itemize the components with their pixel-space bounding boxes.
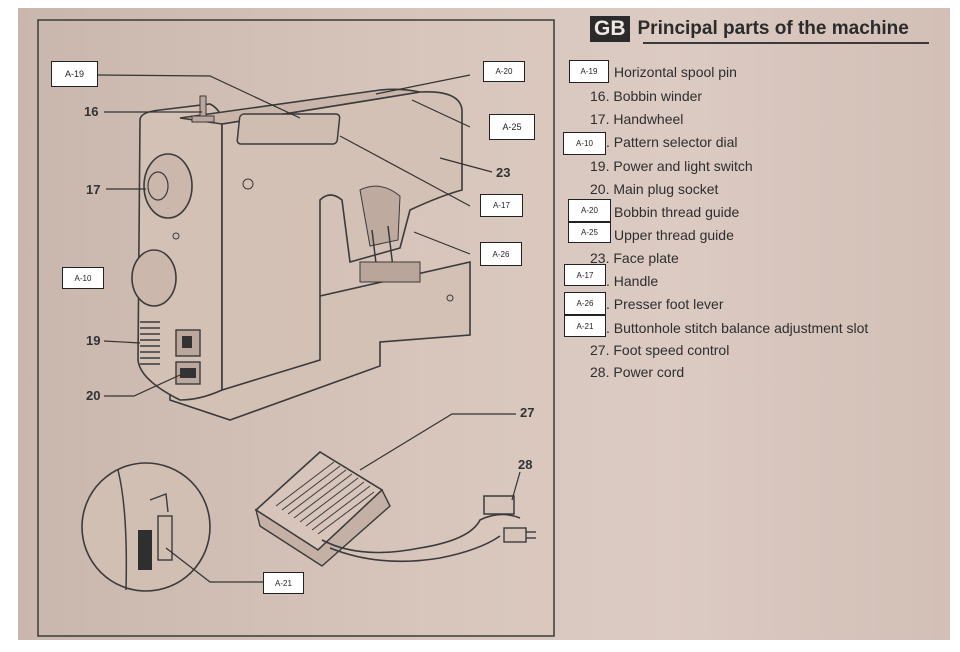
- legend-item-upper-thread-guide: Upper thread guide: [614, 227, 734, 243]
- legend-title: GB Principal parts of the machine: [590, 16, 909, 42]
- legend-tag-a26: A-26: [564, 292, 606, 315]
- diagram-number-28: 28: [518, 457, 533, 472]
- legend-item-pattern-selector-dial: . Pattern selector dial: [606, 134, 738, 150]
- diagram-tag-a26: A-26: [480, 242, 522, 266]
- leader-lines: [97, 74, 521, 583]
- handle: [236, 113, 341, 145]
- diagram-number-23: 23: [496, 165, 511, 180]
- legend-tag-a25: A-25: [568, 222, 611, 243]
- diagram-tag-a25: A-25: [489, 114, 535, 140]
- diagram-tag-a19: A-19: [51, 61, 98, 87]
- legend-item-bobbin-winder: 16. Bobbin winder: [590, 88, 703, 104]
- power-cord: [321, 513, 521, 563]
- diagram-tag-a17: A-17: [480, 194, 523, 217]
- legend-tag-a10: A-10: [563, 132, 606, 155]
- gb-badge: GB: [590, 16, 630, 42]
- legend-item-presser-foot-lever: . Presser foot lever: [606, 296, 724, 312]
- foot-pedal: [254, 451, 391, 567]
- diagram-tag-a10: A-10: [62, 267, 104, 289]
- diagram-frame: [37, 19, 555, 637]
- legend-item-handle: . Handle: [606, 273, 659, 289]
- diagram-number-27: 27: [520, 405, 535, 420]
- legend-tag-a19: A-19: [569, 60, 609, 83]
- legend-item-handwheel: 17. Handwheel: [590, 111, 684, 127]
- legend-item-power-light-switch: 19. Power and light switch: [590, 158, 753, 174]
- legend-item-face-plate: 23. Face plate: [590, 250, 679, 266]
- pattern-selector-dial: [131, 249, 177, 307]
- legend-item-main-plug-socket: 20. Main plug socket: [590, 181, 719, 197]
- page-title: Principal parts of the machine: [637, 18, 909, 39]
- legend-item-power-cord: 28. Power cord: [590, 364, 685, 380]
- legend-item-horizontal-spool-pin: Horizontal spool pin: [614, 64, 737, 80]
- diagram-number-17: 17: [86, 182, 101, 197]
- diagram-tag-a20: A-20: [483, 61, 525, 82]
- diagram-number-20: 20: [86, 388, 101, 403]
- diagram-number-19: 19: [86, 333, 101, 348]
- legend-item-foot-speed-control: 27. Foot speed control: [590, 342, 730, 358]
- diagram-tag-a21: A-21: [263, 572, 304, 594]
- legend-tag-a17: A-17: [564, 264, 606, 286]
- legend-tag-a20: A-20: [568, 199, 611, 222]
- legend-item-bobbin-thread-guide: Bobbin thread guide: [614, 204, 740, 220]
- legend-item-buttonhole-balance-slot: . Buttonhole stitch balance adjustment s…: [606, 320, 869, 336]
- title-underline: [643, 42, 929, 44]
- legend-tag-a21: A-21: [564, 315, 606, 337]
- inset-detail: [81, 462, 211, 592]
- machine-body: [137, 88, 471, 421]
- diagram-number-16: 16: [84, 104, 99, 119]
